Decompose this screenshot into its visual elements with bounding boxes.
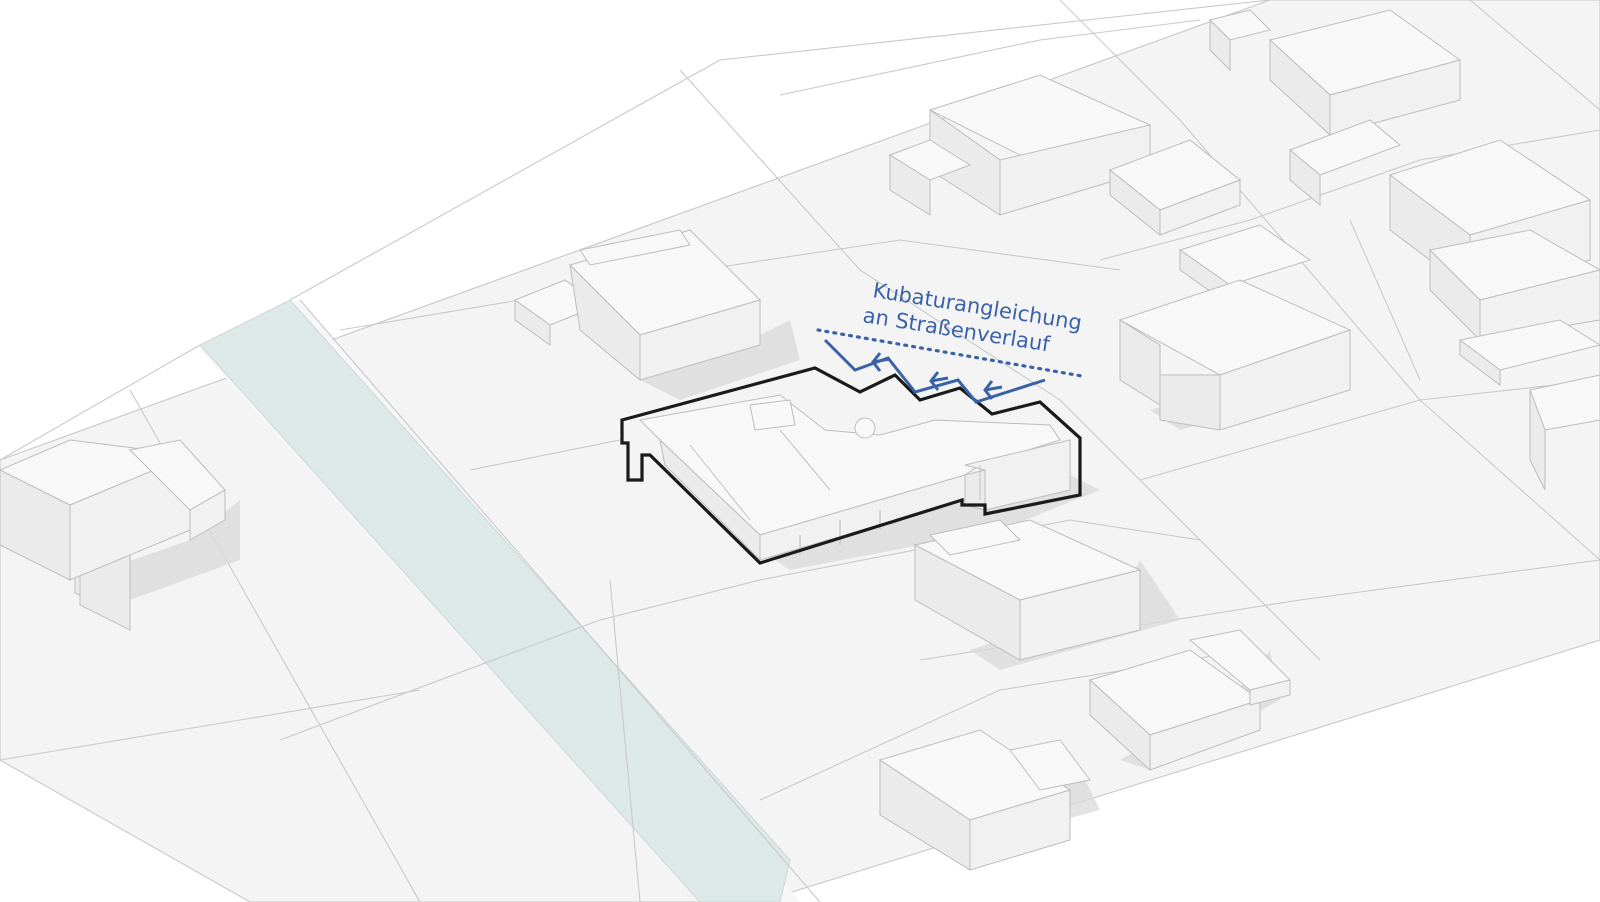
arrow-left-icon	[929, 371, 949, 391]
neighbour-building-southeast	[1089, 629, 1291, 772]
project-building	[638, 394, 1071, 562]
neighbour-building-south-low	[878, 729, 1091, 871]
stepped-alignment-line	[823, 338, 1046, 404]
alignment-dotted-line	[816, 328, 1084, 378]
arrow-left-icon	[983, 380, 1003, 400]
arrow-left-icon	[871, 352, 891, 372]
neighbour-building-northwest	[513, 229, 761, 382]
canal	[199, 299, 791, 902]
project-outline	[620, 366, 1082, 565]
neighbour-building-west	[0, 439, 226, 631]
neighbour-buildings-northeast	[1178, 9, 1600, 342]
neighbour-building-east	[1118, 279, 1600, 491]
neighbour-building-north	[888, 74, 1241, 237]
neighbour-building-south	[913, 519, 1142, 661]
